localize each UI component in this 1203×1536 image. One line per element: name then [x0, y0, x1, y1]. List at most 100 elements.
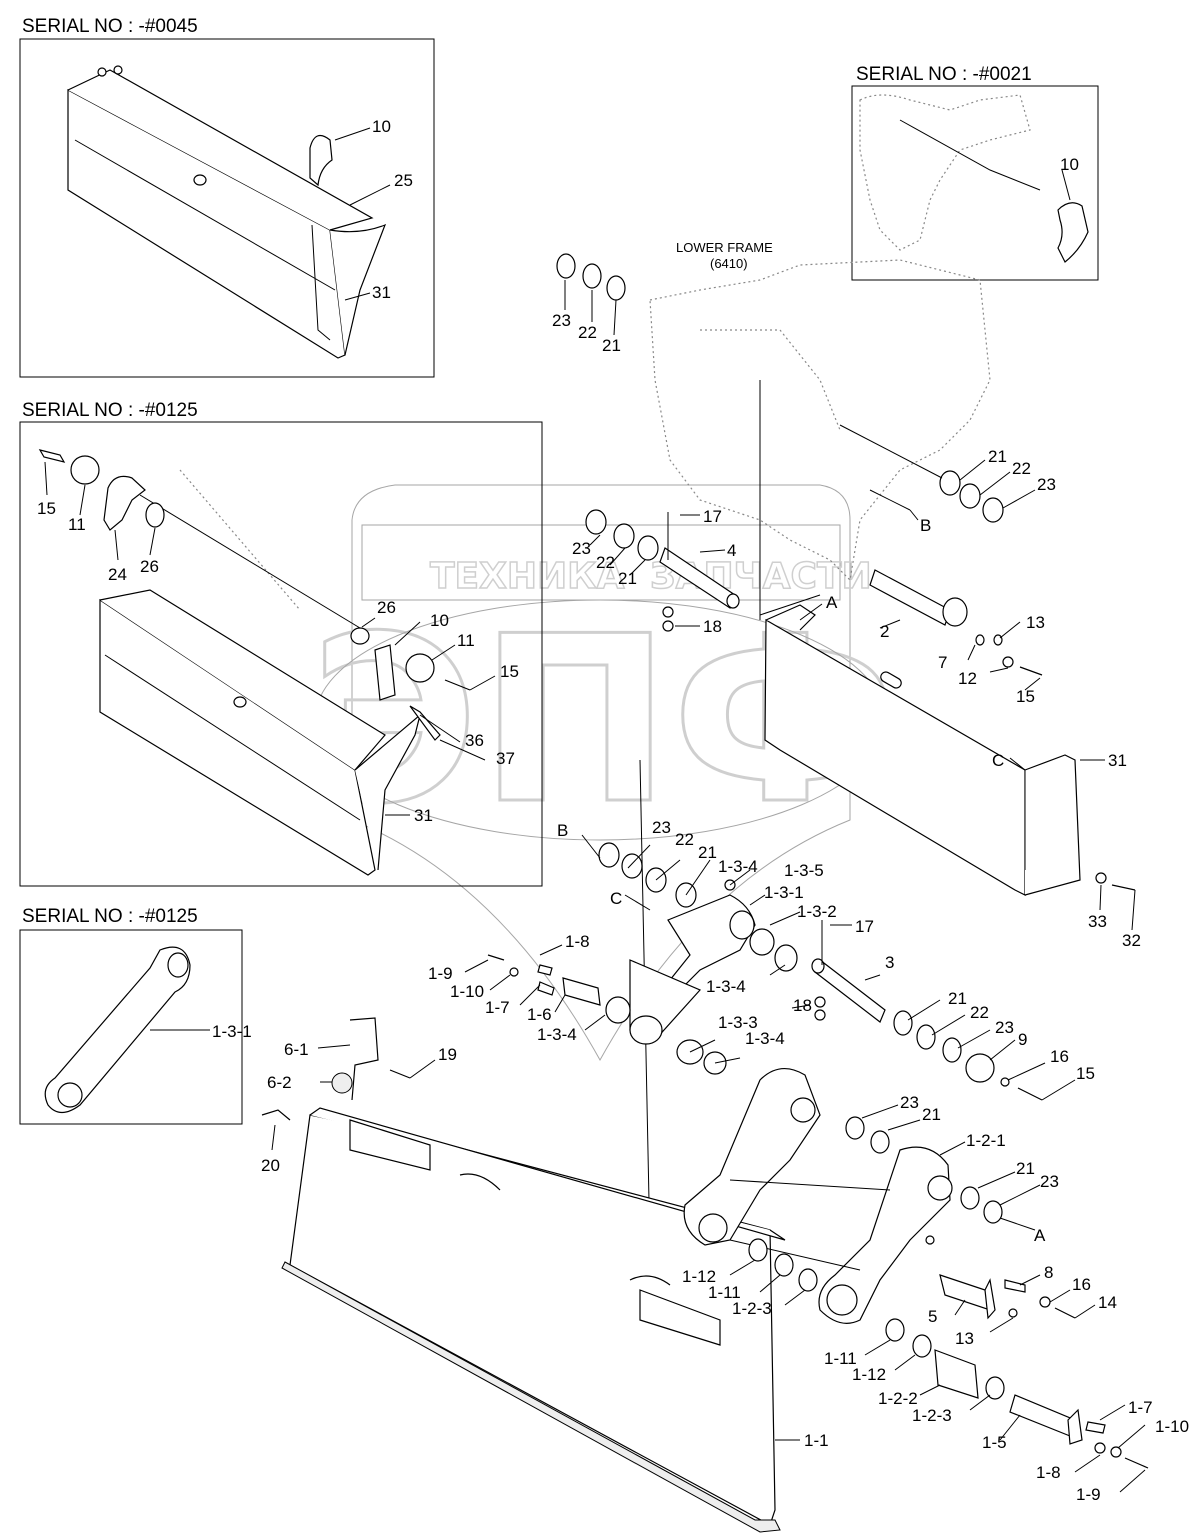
label-10: 10: [372, 117, 391, 136]
label-4: 4: [727, 541, 736, 560]
label-6-1: 6-1: [284, 1040, 309, 1059]
blade-inset-0045: [67, 65, 387, 359]
inset-frame-top-left: [19, 38, 435, 378]
label-11: 11: [68, 515, 86, 534]
label-14: 14: [1098, 1293, 1117, 1312]
label-1-10: 1-10: [450, 982, 484, 1001]
label-1-3-2: 1-3-2: [797, 902, 837, 921]
label-10: 10: [1060, 155, 1079, 174]
label-11: 11: [457, 631, 475, 650]
label-21: 21: [602, 336, 621, 355]
label-22: 22: [675, 830, 694, 849]
label-15: 15: [500, 662, 519, 681]
label-33: 33: [1088, 912, 1107, 931]
label-6-2: 6-2: [267, 1073, 292, 1092]
label-1-1: 1-1: [804, 1431, 829, 1450]
label-17: 17: [855, 917, 874, 936]
label-8: 8: [1044, 1263, 1053, 1282]
label-31: 31: [372, 283, 391, 302]
label-21: 21: [948, 989, 967, 1008]
label-1-8: 1-8: [565, 932, 590, 951]
label-1-11: 1-11: [824, 1349, 857, 1368]
label-3: 3: [885, 953, 894, 972]
dozer-blade: [261, 1017, 786, 1533]
label-23: 23: [995, 1018, 1014, 1037]
label-25: 25: [394, 171, 413, 190]
label-1-3-4: 1-3-4: [537, 1025, 577, 1044]
label-24: 24: [108, 565, 127, 584]
inset-frame-top-right: [851, 85, 1099, 281]
label-19: 19: [438, 1045, 457, 1064]
lower-frame-label: LOWER FRAME: [676, 240, 773, 255]
label-1-3-1: 1-3-1: [764, 883, 804, 902]
label-1-2-3: 1-2-3: [912, 1406, 952, 1425]
label-22: 22: [970, 1003, 989, 1022]
label-1-3-4: 1-3-4: [745, 1029, 785, 1048]
leader-lines: [44, 127, 1146, 1493]
label-23: 23: [652, 818, 671, 837]
label-1-2-2: 1-2-2: [878, 1389, 918, 1408]
label-1-9: 1-9: [428, 964, 453, 983]
label-23: 23: [1037, 475, 1056, 494]
inset-frame-mid-left: [19, 421, 543, 887]
label-13: 13: [955, 1329, 974, 1348]
bracket-frame: [683, 1068, 1149, 1469]
label-1-7: 1-7: [1128, 1398, 1153, 1417]
label-1-3-1: 1-3-1: [212, 1022, 252, 1041]
label-1-7: 1-7: [485, 998, 510, 1017]
label-20: 20: [261, 1156, 280, 1175]
label-A: A: [826, 593, 838, 612]
label-17: 17: [703, 507, 722, 526]
inset-title-0021: SERIAL NO : -#0021: [856, 64, 1032, 85]
label-1-9: 1-9: [1076, 1485, 1101, 1504]
watermark-text-left: ТЕХНИКА: [430, 556, 625, 597]
label-16: 16: [1050, 1047, 1069, 1066]
label-1-12: 1-12: [852, 1365, 886, 1384]
lower-frame-code: (6410): [710, 256, 748, 271]
blade-inset-0125: [38, 449, 471, 876]
part-labels: 10 25 31 10 15 11 24 26 26 10 11 15 36 3…: [37, 117, 1189, 1504]
label-1-12: 1-12: [682, 1267, 716, 1286]
inset-frame-bottom-left: [19, 929, 243, 1125]
label-C: C: [992, 751, 1004, 770]
label-1-8: 1-8: [1036, 1463, 1061, 1482]
label-22: 22: [596, 553, 615, 572]
label-32: 32: [1122, 931, 1141, 950]
label-1-6: 1-6: [527, 1005, 552, 1024]
link-inset-1-3-1: [44, 946, 191, 1114]
inset-title-0045: SERIAL NO : -#0045: [22, 16, 198, 37]
inset-title-0125-b: SERIAL NO : -#0125: [22, 906, 198, 927]
label-15: 15: [37, 499, 56, 518]
label-37: 37: [496, 749, 515, 768]
label-1-3-4: 1-3-4: [706, 977, 746, 996]
label-31: 31: [1108, 751, 1127, 770]
label-22: 22: [578, 323, 597, 342]
label-2: 2: [880, 622, 889, 641]
label-1-2-1: 1-2-1: [966, 1131, 1006, 1150]
label-23: 23: [900, 1093, 919, 1112]
label-31: 31: [414, 806, 433, 825]
label-1-3-5: 1-3-5: [784, 861, 824, 880]
label-C: C: [610, 889, 622, 908]
label-18: 18: [793, 996, 812, 1015]
label-23: 23: [552, 311, 571, 330]
label-1-3-3: 1-3-3: [718, 1013, 758, 1032]
lower-frame-inset-0021: [859, 94, 1089, 263]
label-12: 12: [958, 669, 977, 688]
label-B: B: [920, 516, 931, 535]
label-7: 7: [938, 653, 947, 672]
label-21: 21: [618, 569, 637, 588]
label-15: 15: [1016, 687, 1035, 706]
label-9: 9: [1018, 1030, 1027, 1049]
label-22: 22: [1012, 459, 1031, 478]
label-15: 15: [1076, 1064, 1095, 1083]
label-16: 16: [1072, 1275, 1091, 1294]
inset-title-0125-a: SERIAL NO : -#0125: [22, 400, 198, 421]
label-1-10: 1-10: [1155, 1417, 1189, 1436]
label-26: 26: [377, 598, 396, 617]
label-13: 13: [1026, 613, 1045, 632]
label-1-5: 1-5: [982, 1433, 1007, 1452]
label-1-11: 1-11: [708, 1283, 741, 1302]
label-21: 21: [1016, 1159, 1035, 1178]
